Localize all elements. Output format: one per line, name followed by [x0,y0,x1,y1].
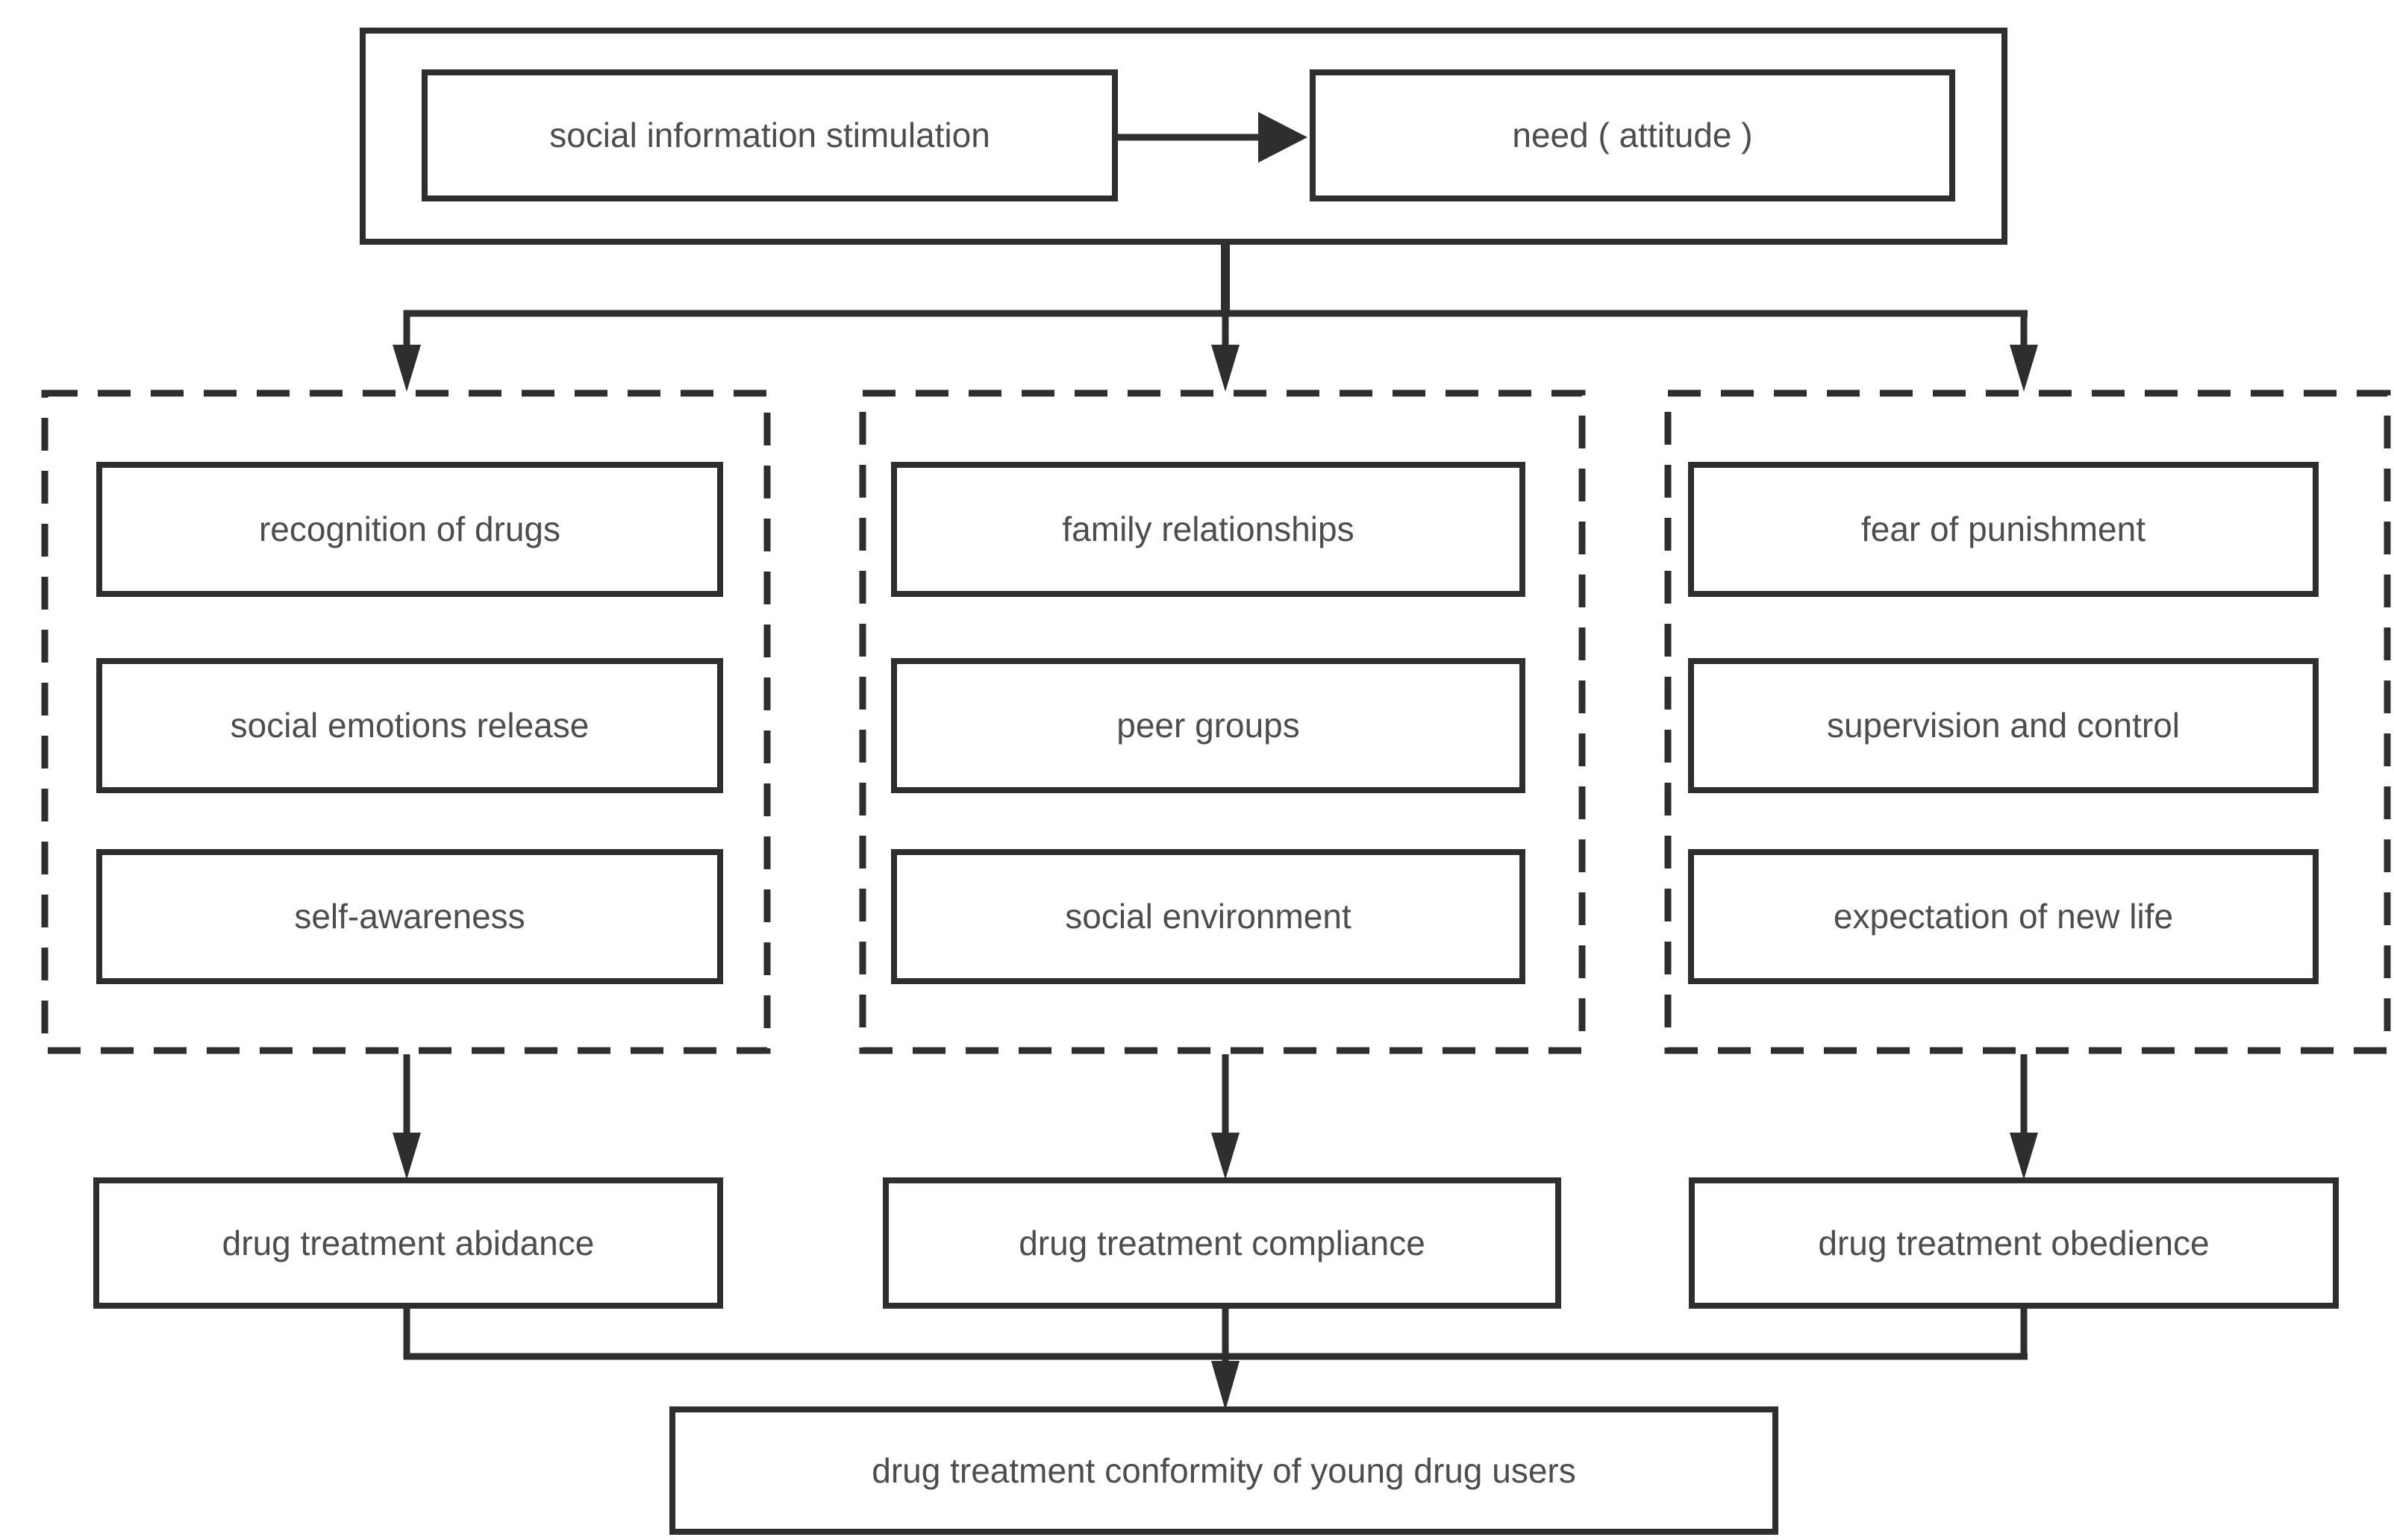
box-label: peer groups [1116,706,1300,745]
box-label: social information stimulation [549,116,990,155]
box-recognition-of-drugs: recognition of drugs [96,462,723,597]
box-family-relationships: family relationships [891,462,1525,597]
box-supervision-and-control: supervision and control [1688,658,2319,793]
box-label: need ( attitude ) [1512,116,1753,155]
box-drug-treatment-conformity: drug treatment conformity of young drug … [669,1406,1778,1535]
box-label: drug treatment obedience [1818,1223,2210,1262]
box-label: self-awareness [294,897,525,936]
box-label: family relationships [1062,510,1354,549]
box-social-environment: social environment [891,849,1525,984]
top-container-box [360,28,2007,245]
box-drug-treatment-obedience: drug treatment obedience [1689,1177,2339,1309]
arrow-down-icon [2010,1133,2038,1180]
box-drug-treatment-abidance: drug treatment abidance [93,1177,723,1309]
arrow-right-icon [1258,112,1307,163]
arrow-down-icon [1211,345,1240,392]
box-expectation-of-new-life: expectation of new life [1688,849,2319,984]
arrow-down-icon [393,1133,421,1180]
box-label: drug treatment conformity of young drug … [872,1450,1576,1490]
box-social-emotions-release: social emotions release [96,658,723,793]
box-label: recognition of drugs [258,510,561,549]
arrow-down-icon [1211,1361,1240,1410]
box-need-attitude: need ( attitude ) [1310,69,1955,201]
box-peer-groups: peer groups [891,658,1525,793]
box-drug-treatment-compliance: drug treatment compliance [883,1177,1561,1309]
box-label: fear of punishment [1860,510,2145,549]
box-label: social environment [1065,897,1351,936]
box-self-awareness: self-awareness [96,849,723,984]
box-label: drug treatment compliance [1019,1223,1425,1262]
arrow-down-icon [2010,345,2038,392]
box-label: social emotions release [230,706,590,745]
box-label: supervision and control [1826,706,2181,745]
arrow-down-icon [1211,1133,1240,1180]
arrow-down-icon [393,345,421,392]
box-fear-of-punishment: fear of punishment [1688,462,2319,597]
box-label: expectation of new life [1833,897,2174,936]
box-social-information-stimulation: social information stimulation [422,69,1118,201]
box-label: drug treatment abidance [222,1223,595,1262]
